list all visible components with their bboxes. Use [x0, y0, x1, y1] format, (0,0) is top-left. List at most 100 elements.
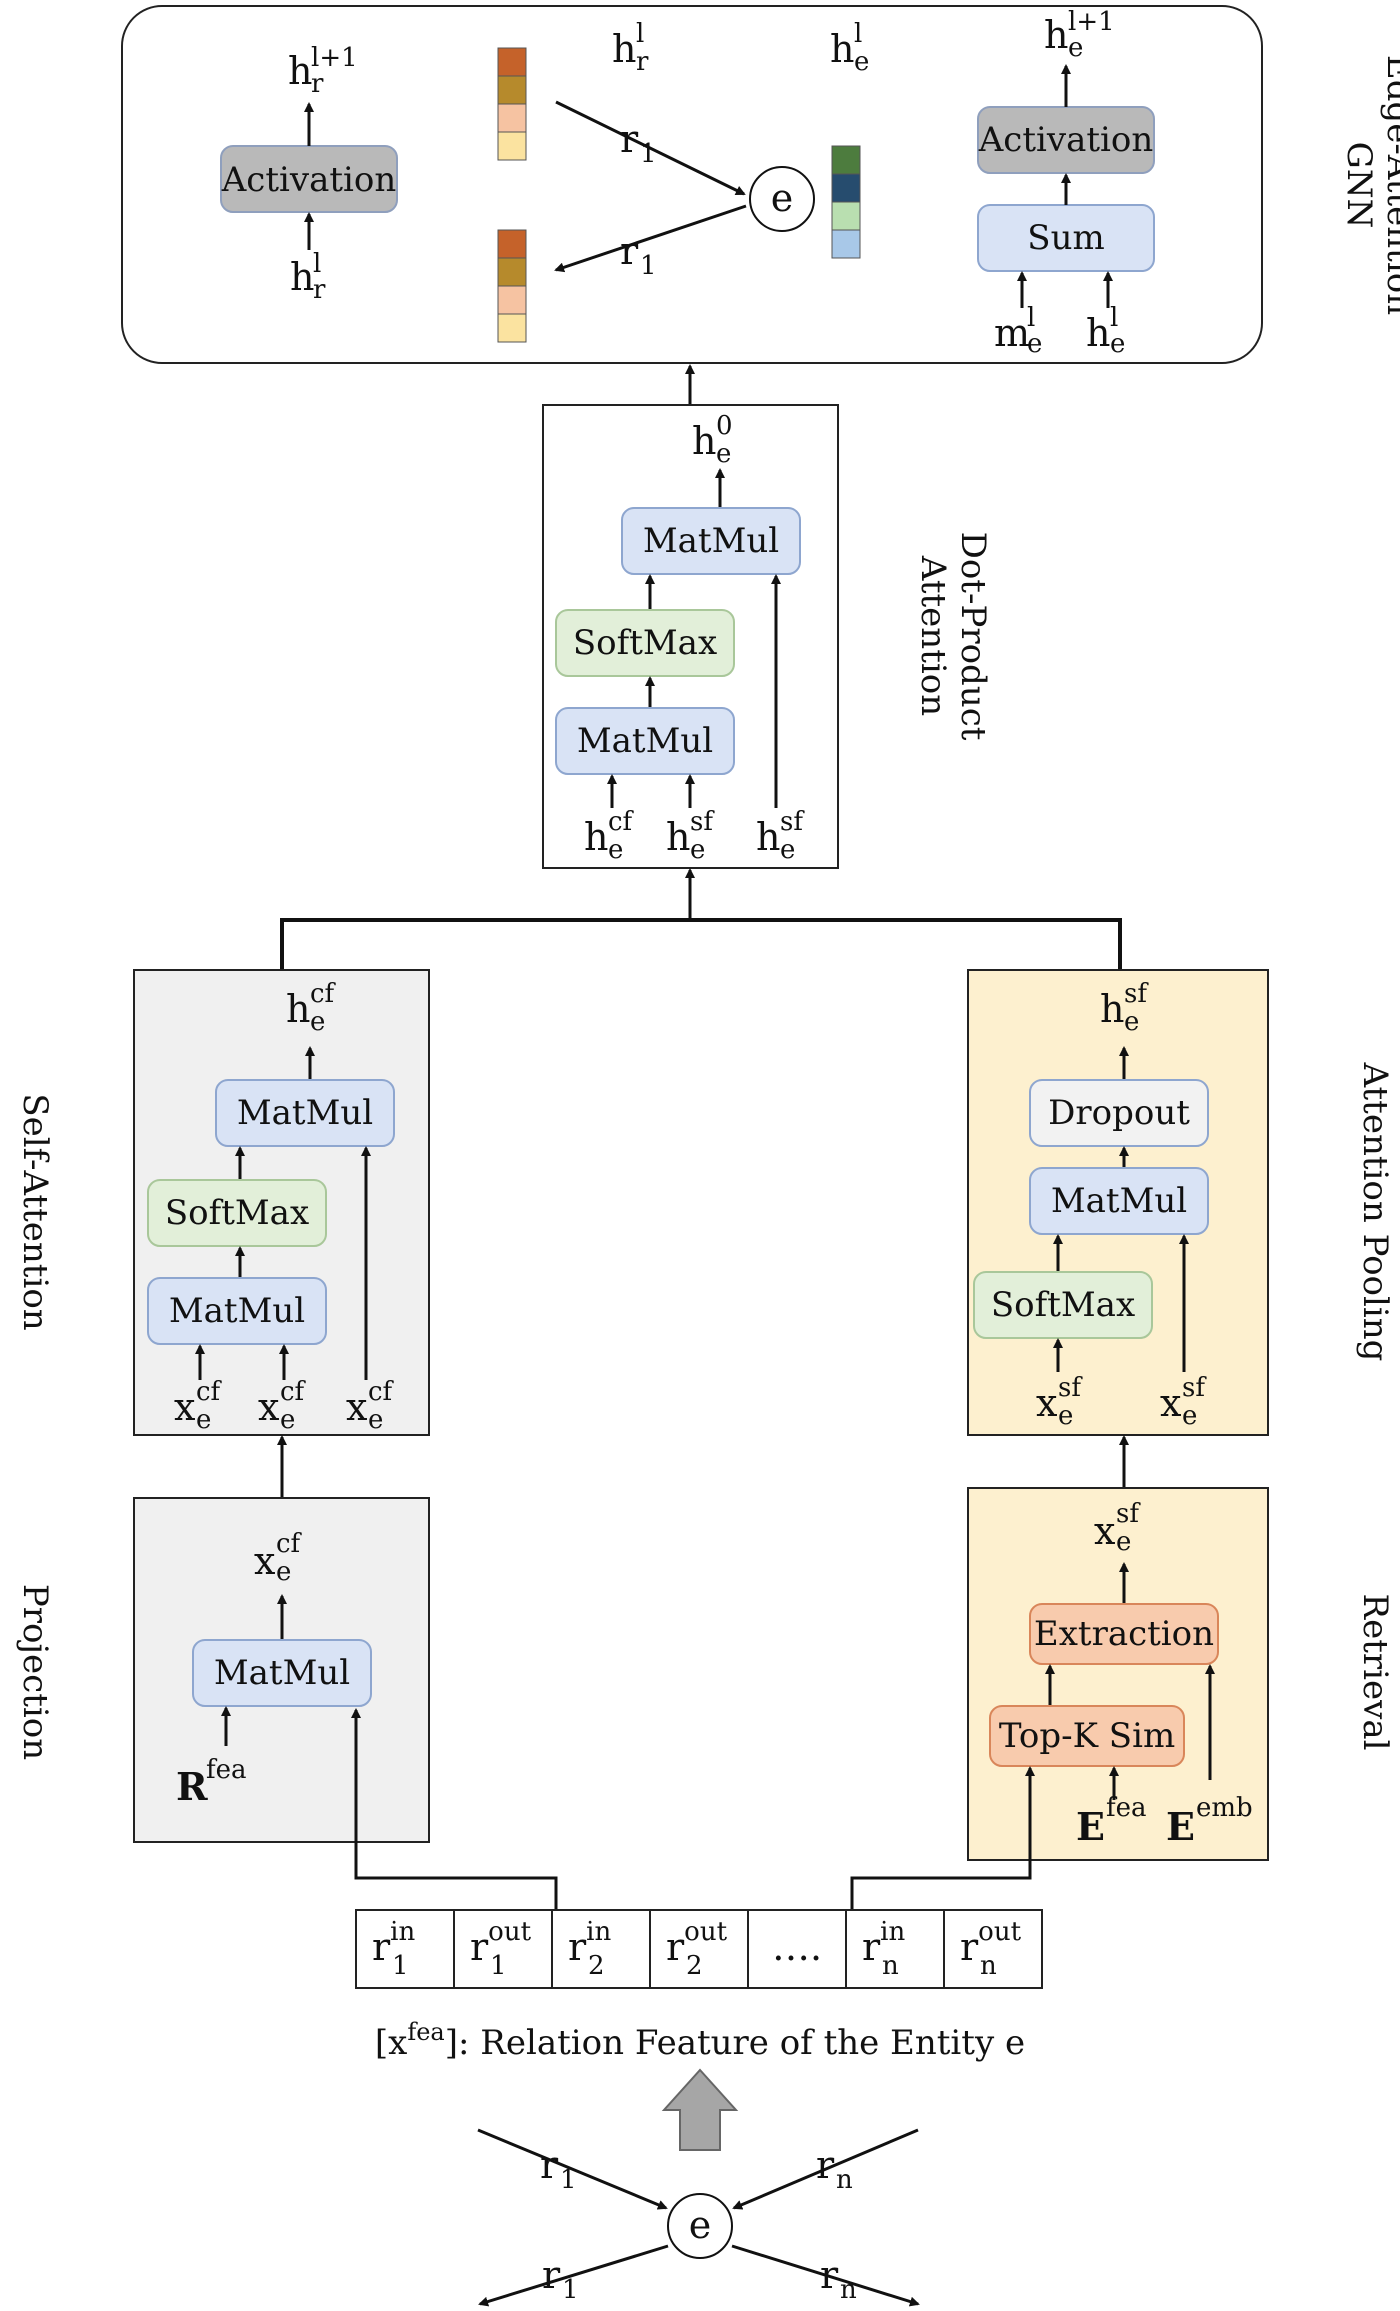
svg-text:r: r	[620, 229, 639, 273]
svg-text:x: x	[254, 1539, 275, 1583]
label-projection-section: Projection	[15, 1584, 55, 1760]
svg-text:sf: sf	[690, 807, 715, 837]
svg-text:l+1: l+1	[311, 43, 358, 73]
big-up-arrow	[661, 2068, 739, 2151]
feature-cell	[551, 1909, 651, 1989]
connector-branches	[280, 918, 1122, 970]
svg-text:x: x	[174, 1385, 195, 1429]
svg-text:m: m	[994, 311, 1030, 355]
dot-matmul-bottom-box	[555, 707, 735, 775]
svg-text:e: e	[780, 835, 795, 865]
feature-cell-label: ….	[772, 1925, 822, 1969]
svg-text:l: l	[1110, 303, 1118, 333]
svg-text:l+1: l+1	[1068, 7, 1115, 37]
dot-matmul-top-label: MatMul	[643, 521, 779, 561]
svg-text:e: e	[196, 1405, 211, 1435]
svg-text:l: l	[1027, 303, 1035, 333]
label-dot-line2: Attention	[913, 555, 953, 716]
svg-text:n: n	[840, 2275, 857, 2305]
dot-matmul-top-box	[621, 507, 801, 575]
svg-text:1: 1	[562, 2275, 579, 2305]
svg-text:sf: sf	[1116, 1499, 1141, 1529]
svg-text:h: h	[1100, 987, 1124, 1031]
svg-text:1: 1	[640, 251, 657, 281]
var-h-r-l-left: hlr	[290, 249, 326, 305]
svg-text:l: l	[636, 19, 644, 49]
gnn-panel	[121, 5, 1263, 364]
svg-text:x: x	[1094, 1509, 1115, 1553]
svg-text:1: 1	[640, 139, 657, 169]
svg-text:fea: fea	[1106, 1793, 1147, 1823]
label-dot-line1: Dot-Product	[953, 532, 993, 741]
svg-text:E: E	[1076, 1804, 1105, 1849]
feature-cell	[649, 1909, 749, 1989]
svg-text:e: e	[1058, 1401, 1073, 1431]
proj-matmul-label: MatMul	[214, 1653, 350, 1693]
dropout-label: Dropout	[1048, 1093, 1190, 1133]
svg-text:e: e	[368, 1405, 383, 1435]
activation-left-label: Activation	[221, 160, 397, 200]
svg-text:e: e	[310, 1007, 325, 1037]
pool-softmax-box	[973, 1271, 1153, 1339]
svg-text:cf: cf	[368, 1377, 395, 1407]
label-gnn-line1: Edge-Attention	[1379, 55, 1400, 315]
svg-text:cf: cf	[276, 1529, 303, 1559]
svg-text:1: 1	[560, 2165, 577, 2195]
entity-vector	[831, 145, 861, 259]
entity-node-gnn-label: e	[771, 176, 794, 220]
svg-text:E: E	[1166, 1804, 1195, 1849]
svg-text:x: x	[1160, 1381, 1181, 1425]
topk-label: Top-K Sim	[999, 1716, 1175, 1756]
pool-matmul-box	[1029, 1167, 1209, 1235]
svg-text:cf: cf	[608, 807, 635, 837]
sum-label: Sum	[1027, 218, 1104, 258]
extraction-box	[1029, 1603, 1219, 1665]
feature-cell	[453, 1909, 553, 1989]
svg-text:e: e	[716, 439, 731, 469]
pool-softmax-label: SoftMax	[991, 1285, 1135, 1325]
activation-right-label: Activation	[978, 120, 1154, 160]
svg-text:cf: cf	[310, 979, 337, 1009]
svg-text:e: e	[1068, 33, 1083, 63]
feature-cell	[943, 1909, 1043, 1989]
svg-text:h: h	[612, 27, 636, 71]
bottom-edge-r1-out	[478, 2244, 669, 2307]
bottom-edge-r1-in	[477, 2128, 668, 2210]
pool-matmul-label: MatMul	[1051, 1181, 1187, 1221]
svg-text:h: h	[666, 815, 690, 859]
svg-text:e: e	[608, 835, 623, 865]
svg-text:x: x	[258, 1385, 279, 1429]
svg-text:e: e	[690, 835, 705, 865]
svg-text:r: r	[820, 2253, 839, 2297]
bottom-edge-rn-in	[732, 2128, 919, 2210]
svg-text:sf: sf	[1124, 979, 1149, 1009]
label-dot-product-section: Dot-ProductAttention	[913, 532, 993, 741]
edge-r1-top	[555, 100, 746, 196]
svg-text:h: h	[290, 255, 314, 299]
var-m-e-l: mle	[994, 303, 1042, 359]
label-retrieval-section: Retrieval	[1355, 1594, 1395, 1751]
svg-text:r: r	[540, 2143, 559, 2187]
dot-softmax-label: SoftMax	[573, 623, 717, 663]
proj-matmul-box	[192, 1639, 372, 1707]
svg-text:h: h	[756, 815, 780, 859]
